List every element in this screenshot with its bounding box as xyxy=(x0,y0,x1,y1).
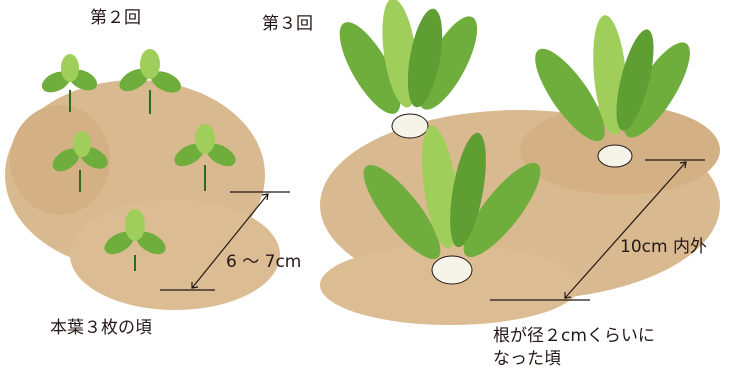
soil-stage2 xyxy=(5,80,280,310)
stage2-condition: 本葉３枚の頃 xyxy=(50,318,152,338)
stage3-title: 第３回 xyxy=(262,14,313,34)
stage3-spacing-label: 10cm 内外 xyxy=(620,237,707,257)
stage2-spacing-label: 6 ～ 7cm xyxy=(226,252,301,272)
stage2-title: 第２回 xyxy=(90,8,141,28)
stage3-condition: 根が径２cmくらいに なった頃 xyxy=(493,325,655,371)
